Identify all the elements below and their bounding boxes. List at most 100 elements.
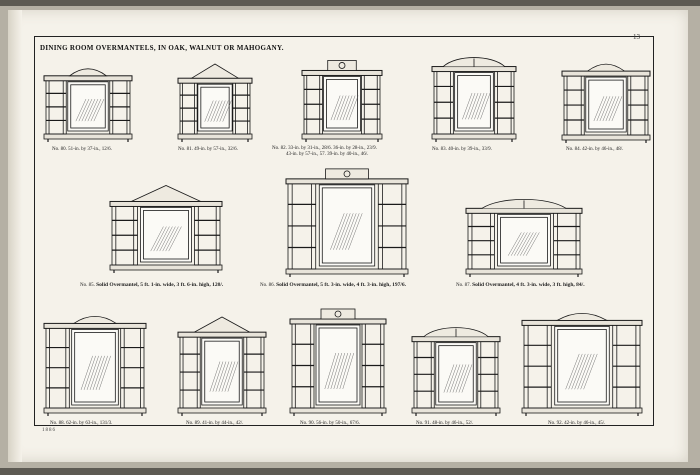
hatch-line [577,353,592,390]
cornice [465,207,583,214]
item-dimensions-price: 33-in. by 31-in., 28/6. [288,146,332,151]
page-title: DINING ROOM OVERMANTELS, IN OAK, WALNUT … [40,44,284,52]
mirror-glass [143,210,189,260]
overmantel-item [42,63,134,143]
overmantel-drawing [561,63,651,143]
hatch-line [212,361,224,392]
mirror-frame [497,213,551,267]
hatch-line [452,364,464,393]
hatch-line [333,95,344,121]
overmantel-illustration [177,63,253,142]
item-number: No. 82. [272,146,289,151]
hatch-line [342,213,357,250]
hatch-line [568,353,583,390]
item-dimensions-alt: 36-in. by 28-in., 23/9. [331,146,377,151]
hatch-line [516,232,531,256]
hatch-line [339,95,350,121]
hatch-line [455,364,467,393]
mirror-hatching [80,355,111,390]
item-caption: No. 83. 40-in. by 39-in., 33/9. [432,147,492,153]
hatch-line [216,100,226,122]
hatch-line [345,95,356,121]
cornice [301,69,383,76]
cornice [43,322,147,329]
hatch-line [165,226,179,252]
item-caption: No. 90. 56-in. by 50-in., 67/6. [300,421,360,427]
hatch-line [210,100,220,122]
hatch-line [80,355,93,390]
page-gutter-shadow [8,10,22,462]
mirror-glass [457,75,491,129]
overmantel-drawing [289,308,387,416]
item-number: No. 91. [416,421,433,426]
item-number: No. 88. [50,421,67,426]
item-number: No. 83. [432,147,449,152]
mirror-hatching [324,352,354,390]
arched-crest [555,313,609,321]
item-number: No. 87. [456,283,473,288]
hatch-line [333,352,345,390]
mirror-glass [318,327,358,403]
item-caption: No. 84. 42-in. by 46-in., 48/. [566,147,623,153]
item-number: No. 90. [300,421,317,426]
cornice [431,66,517,73]
overmantel-item [520,302,644,417]
hatch-line [224,361,236,392]
hatch-line [207,100,217,122]
item-dimensions-price: Solid Overmantel, 5 ft. 3-in. wide, 4 ft… [276,282,406,288]
hatch-line [348,213,363,250]
hatch-line [480,92,491,120]
hatch-line [477,92,488,120]
hatch-line [611,96,623,122]
hatch-line [339,352,351,390]
triangular-pediment [194,316,250,333]
item-dimensions-price: 49-in. by 57-in., 32/6. [194,147,238,152]
cornice [177,331,267,338]
mirror-frame [67,81,109,132]
overmantel-drawing [109,185,223,273]
hatch-line [153,226,167,252]
item-caption: No. 91. 48-in. by 46-in., 52/. [416,421,473,427]
item-dimensions-second-line: 43-in. by 57-in., 57. 39-in. by 40-in., … [286,152,369,157]
mantel-shelf [289,407,387,414]
cornice [43,75,133,82]
hatch-line [90,98,102,122]
item-caption: No. 89. 41-in. by 44-in., 42/. [186,421,243,427]
hatch-line [89,355,102,390]
mirror-hatching [462,92,491,120]
mirror-frame [435,342,477,406]
cornice [109,200,223,207]
hatch-line [75,98,87,122]
arched-crest [586,63,626,72]
hatch-line [458,364,470,393]
hatch-line [522,232,537,256]
crest-panel [325,168,369,180]
hatch-line [78,98,90,122]
hatch-line [222,100,232,122]
mirror-frame [454,72,494,132]
hatch-line [324,352,336,390]
item-caption: No. 80. 51-in. by 37-in., 12/6. [52,147,112,153]
hatch-line [98,355,111,390]
hatch-line [84,98,96,122]
hatch-line [204,100,214,122]
hatch-line [218,361,230,392]
mirror-glass [204,340,240,403]
overmantel-illustration [431,57,517,142]
item-dimensions-price: 51-in. by 37-in., 12/6. [68,147,112,152]
item-dimensions-price: 42-in. by 46-in., 48/. [582,147,624,152]
mantel-shelf [43,407,147,414]
overmantel-item [464,192,584,278]
item-caption: No. 88. 62-in. by 63-in., 131/3. [50,421,112,427]
mirror-frame [201,337,243,406]
overmantel-item [108,181,224,274]
mirror-glass [74,332,116,403]
hatch-line [507,232,522,256]
hatch-line [583,353,598,390]
item-caption: No. 87. Solid Overmantel, 4 ft. 3-in. wi… [456,282,585,289]
overmantel-drawing [43,316,147,416]
hatch-line [93,98,105,122]
hatch-line [86,355,99,390]
mirror-glass [70,84,106,129]
overmantel-illustration [289,308,387,416]
